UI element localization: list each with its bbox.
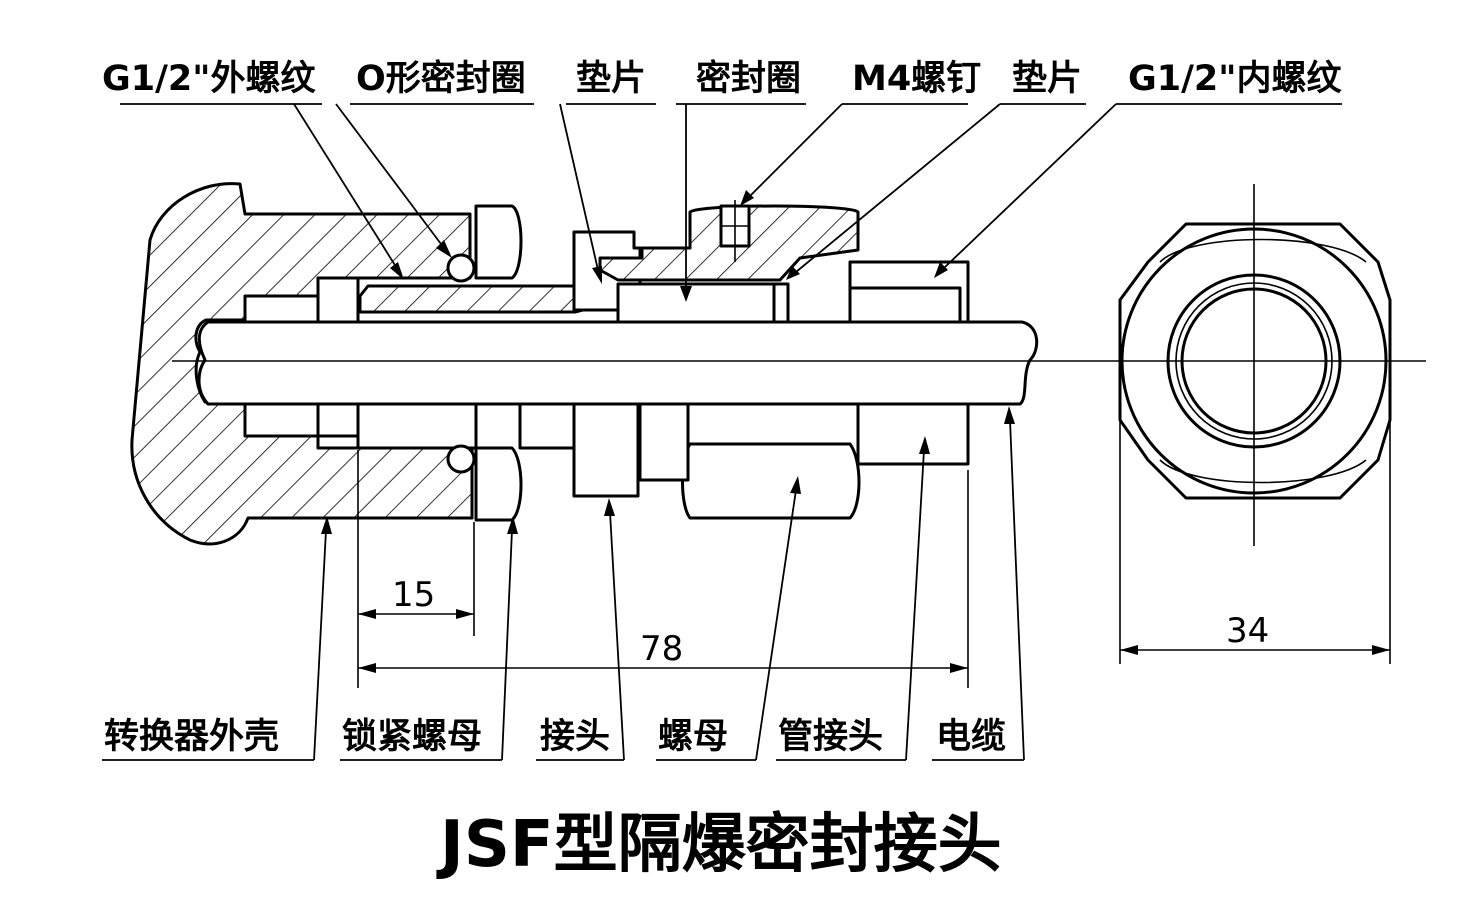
label-lock-nut: 锁紧螺母: [342, 717, 482, 757]
dim-overall-length: 78: [640, 629, 683, 669]
dim-hex-size: 34: [1226, 611, 1269, 651]
label-cable: 电缆: [936, 717, 1006, 757]
label-pipe-fitting: 管接头: [778, 717, 883, 757]
end-view-hex: [1118, 184, 1392, 546]
label-o-ring: O形密封圈: [356, 58, 526, 99]
label-converter-housing: 转换器外壳: [104, 717, 279, 757]
bottom-leaders: [313, 406, 1025, 761]
m4-screw: [719, 200, 751, 262]
dimension-15: 15: [357, 450, 475, 688]
dimension-34: 34: [1119, 420, 1391, 664]
drawing-title: JSF型隔爆密封接头: [436, 808, 1002, 882]
label-nut: 螺母: [658, 717, 728, 757]
label-gasket-1: 垫片: [576, 59, 646, 99]
cable: [172, 320, 1426, 406]
label-m4-screw: M4螺钉: [852, 59, 981, 99]
dimension-78: 78: [358, 470, 969, 688]
label-g12-internal-thread: G1/2"内螺纹: [1128, 59, 1342, 99]
converter-housing: [130, 182, 474, 546]
bottom-labels: 转换器外壳 锁紧螺母 接头 螺母 管接头 电缆: [104, 717, 1006, 757]
label-gasket-2: 垫片: [1012, 59, 1082, 99]
dim-lock-nut-width: 15: [392, 575, 435, 615]
label-seal-ring: 密封圈: [696, 58, 801, 99]
top-labels: G1/2"外螺纹 O形密封圈 垫片 密封圈 M4螺钉 垫片 G1/2"内螺纹: [102, 58, 1342, 99]
lock-nut: [474, 204, 523, 522]
o-rings: [446, 253, 476, 474]
label-connector: 接头: [540, 717, 610, 757]
top-leaders: [293, 103, 1117, 302]
label-g12-external-thread: G1/2"外螺纹: [102, 59, 316, 99]
